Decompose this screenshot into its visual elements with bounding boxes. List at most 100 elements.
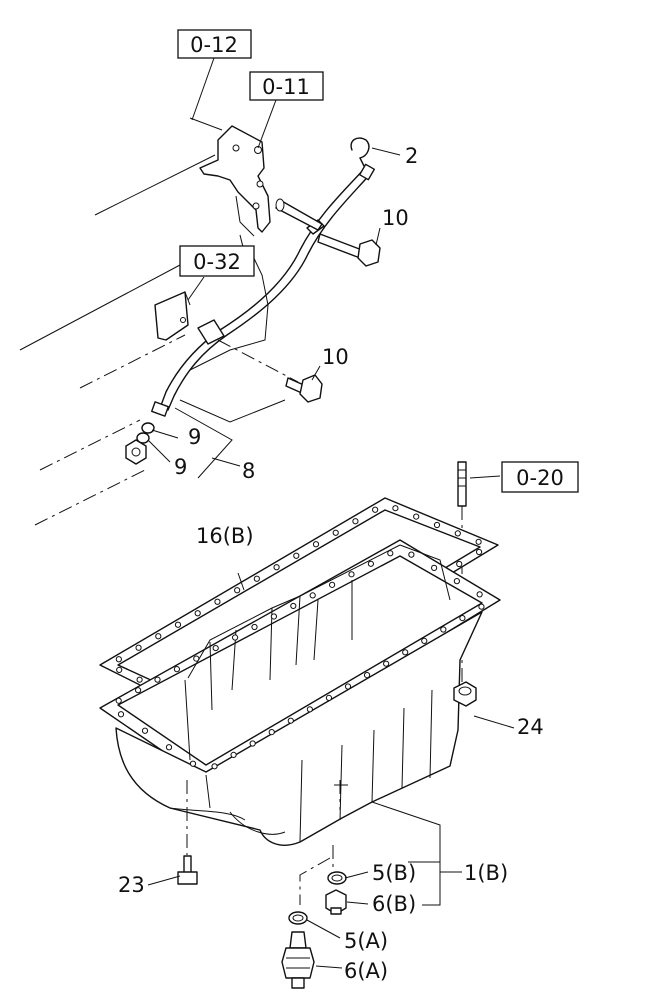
bolt-hole bbox=[141, 727, 149, 734]
drain-plug-a bbox=[281, 857, 331, 989]
bolt-hole bbox=[290, 602, 297, 610]
reference-box-0-12[interactable]: 0-12 bbox=[177, 29, 252, 59]
bolt-hole bbox=[232, 634, 239, 641]
bolt-hole bbox=[478, 603, 485, 610]
nut-24 bbox=[453, 681, 477, 707]
bolt-hole bbox=[332, 529, 339, 536]
reference-box-0-20[interactable]: 0-20 bbox=[501, 461, 579, 493]
callout-5a[interactable]: 5(A) bbox=[344, 929, 388, 953]
bolt-hole bbox=[287, 717, 294, 724]
bolt-hole bbox=[136, 676, 143, 683]
callout-5b[interactable]: 5(B) bbox=[372, 861, 416, 885]
reference-label-0-12: 0-12 bbox=[190, 33, 238, 57]
engine-block-phantom-lines bbox=[19, 117, 286, 526]
bolt-hole bbox=[475, 548, 483, 556]
bolt-hole bbox=[367, 560, 374, 567]
callout-10-upper[interactable]: 10 bbox=[382, 206, 409, 230]
bolt-hole bbox=[211, 763, 218, 770]
bolt-hole bbox=[453, 578, 460, 585]
o-rings-9 bbox=[125, 422, 155, 465]
bolt-hole bbox=[154, 676, 161, 683]
bolt-hole bbox=[155, 633, 162, 640]
reference-label-0-11: 0-11 bbox=[262, 75, 310, 99]
reference-box-0-32[interactable]: 0-32 bbox=[179, 245, 255, 277]
bolt-hole bbox=[234, 587, 241, 594]
bolt-hole bbox=[392, 505, 399, 512]
callout-6a[interactable]: 6(A) bbox=[344, 959, 388, 983]
bolt-hole bbox=[344, 683, 352, 690]
bolt-hole bbox=[173, 666, 180, 673]
callout-1b[interactable]: 1(B) bbox=[464, 861, 508, 885]
bolt-hole bbox=[117, 711, 125, 718]
bolt-hole bbox=[293, 552, 300, 559]
bolt-hole bbox=[475, 538, 482, 545]
bolt-hole bbox=[402, 649, 409, 656]
bolt-hole bbox=[387, 550, 394, 557]
reference-label-0-20: 0-20 bbox=[516, 466, 564, 490]
bolt-hole bbox=[433, 521, 441, 529]
bolt-hole bbox=[421, 637, 428, 645]
bolt-hole bbox=[312, 541, 320, 548]
bolt-hole bbox=[306, 706, 313, 713]
bolt-hole bbox=[174, 621, 182, 628]
bolt-hole bbox=[352, 518, 359, 525]
callout-10-lower[interactable]: 10 bbox=[322, 345, 349, 369]
reference-label-0-32: 0-32 bbox=[193, 250, 241, 274]
bolt-hole bbox=[249, 740, 256, 747]
bolt-hole bbox=[115, 697, 122, 704]
bolt-hole bbox=[251, 623, 258, 631]
reference-box-0-11[interactable]: 0-11 bbox=[249, 71, 324, 101]
oil-pan bbox=[99, 539, 501, 846]
bolt-hole bbox=[135, 687, 142, 694]
callout-9-upper[interactable]: 9 bbox=[188, 425, 201, 449]
dipstick-tube bbox=[151, 167, 373, 417]
bolt-hole bbox=[193, 655, 200, 662]
bolt-hole bbox=[253, 575, 260, 582]
callout-24[interactable]: 24 bbox=[517, 715, 544, 739]
bolt-hole bbox=[325, 694, 333, 702]
callout-23[interactable]: 23 bbox=[118, 873, 145, 897]
leader-lines bbox=[147, 57, 515, 969]
bolt-hole bbox=[456, 560, 463, 568]
bolt-hole bbox=[194, 610, 201, 617]
callout-9-lower[interactable]: 9 bbox=[174, 455, 187, 479]
bolt-hole bbox=[459, 615, 466, 622]
bolt-hole bbox=[115, 656, 122, 663]
callout-8[interactable]: 8 bbox=[242, 459, 255, 483]
drain-plug-b bbox=[325, 845, 347, 915]
part-callouts: 2 10 10 9 9 8 16(B) 24 23 1(B) 5(B) 6(B)… bbox=[118, 144, 544, 983]
bolt-10-lower bbox=[285, 374, 323, 403]
bolt-hole bbox=[212, 644, 219, 652]
bolt-hole bbox=[431, 564, 438, 571]
bolt-hole bbox=[476, 591, 483, 598]
callout-6b[interactable]: 6(B) bbox=[372, 892, 416, 916]
bolt-hole bbox=[408, 551, 415, 558]
bracket-lower bbox=[154, 291, 191, 341]
bolt-hole bbox=[413, 513, 420, 520]
dipstick bbox=[350, 137, 376, 181]
pan-flange-bolt-holes bbox=[115, 550, 485, 770]
callout-16b[interactable]: 16(B) bbox=[196, 524, 254, 548]
bolt-hole bbox=[189, 760, 197, 767]
bolt-hole bbox=[165, 744, 173, 751]
bolt-hole bbox=[329, 581, 336, 588]
bolt-hole bbox=[454, 530, 461, 537]
bolt-hole bbox=[363, 672, 371, 679]
bolt-hole bbox=[270, 613, 277, 620]
bolt-hole bbox=[273, 564, 280, 571]
bracket-upper bbox=[199, 125, 271, 237]
bolt-hole bbox=[135, 644, 142, 651]
bolt-hole bbox=[268, 729, 275, 736]
bolt-hole bbox=[230, 751, 237, 759]
bolt-hole bbox=[116, 666, 123, 674]
callout-2[interactable]: 2 bbox=[405, 144, 418, 168]
bolt-hole bbox=[440, 626, 447, 633]
bolt-hole bbox=[214, 598, 221, 605]
bolt-10-upper bbox=[317, 233, 381, 267]
bolt-hole bbox=[348, 571, 355, 578]
bolt-23 bbox=[177, 780, 198, 885]
bolt-hole bbox=[383, 660, 390, 667]
bolt-hole bbox=[372, 506, 379, 513]
bolt-hole bbox=[309, 592, 316, 599]
